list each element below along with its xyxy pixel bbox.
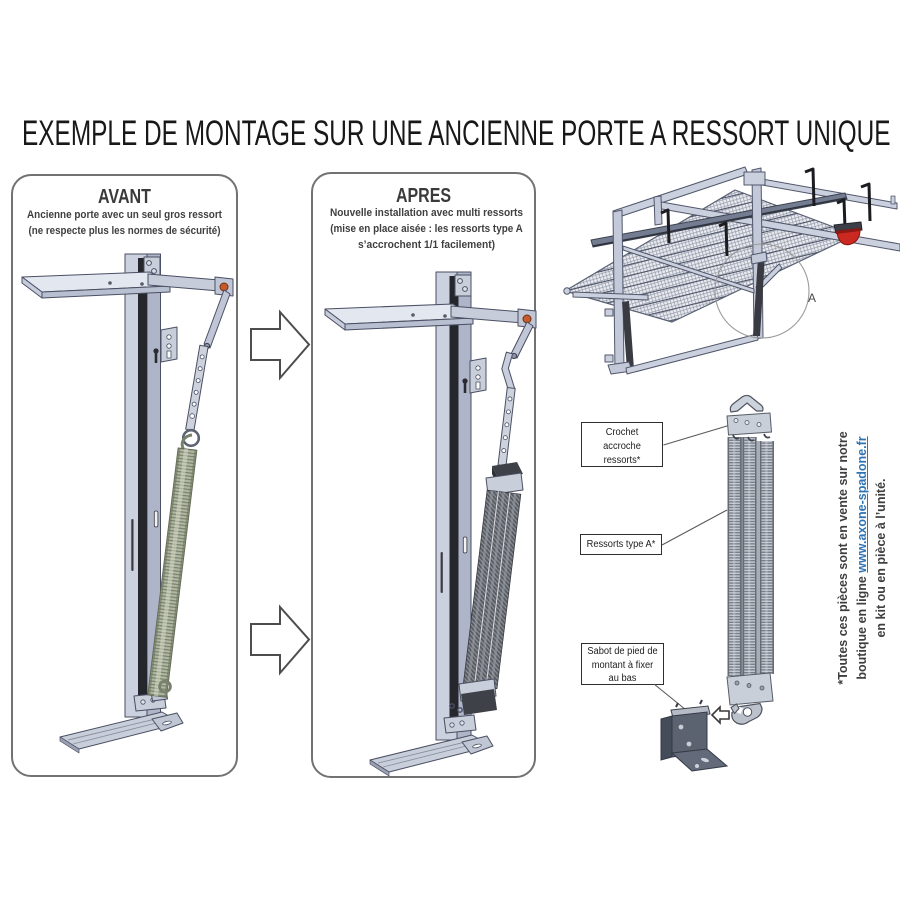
svg-text:A: A: [808, 291, 816, 305]
